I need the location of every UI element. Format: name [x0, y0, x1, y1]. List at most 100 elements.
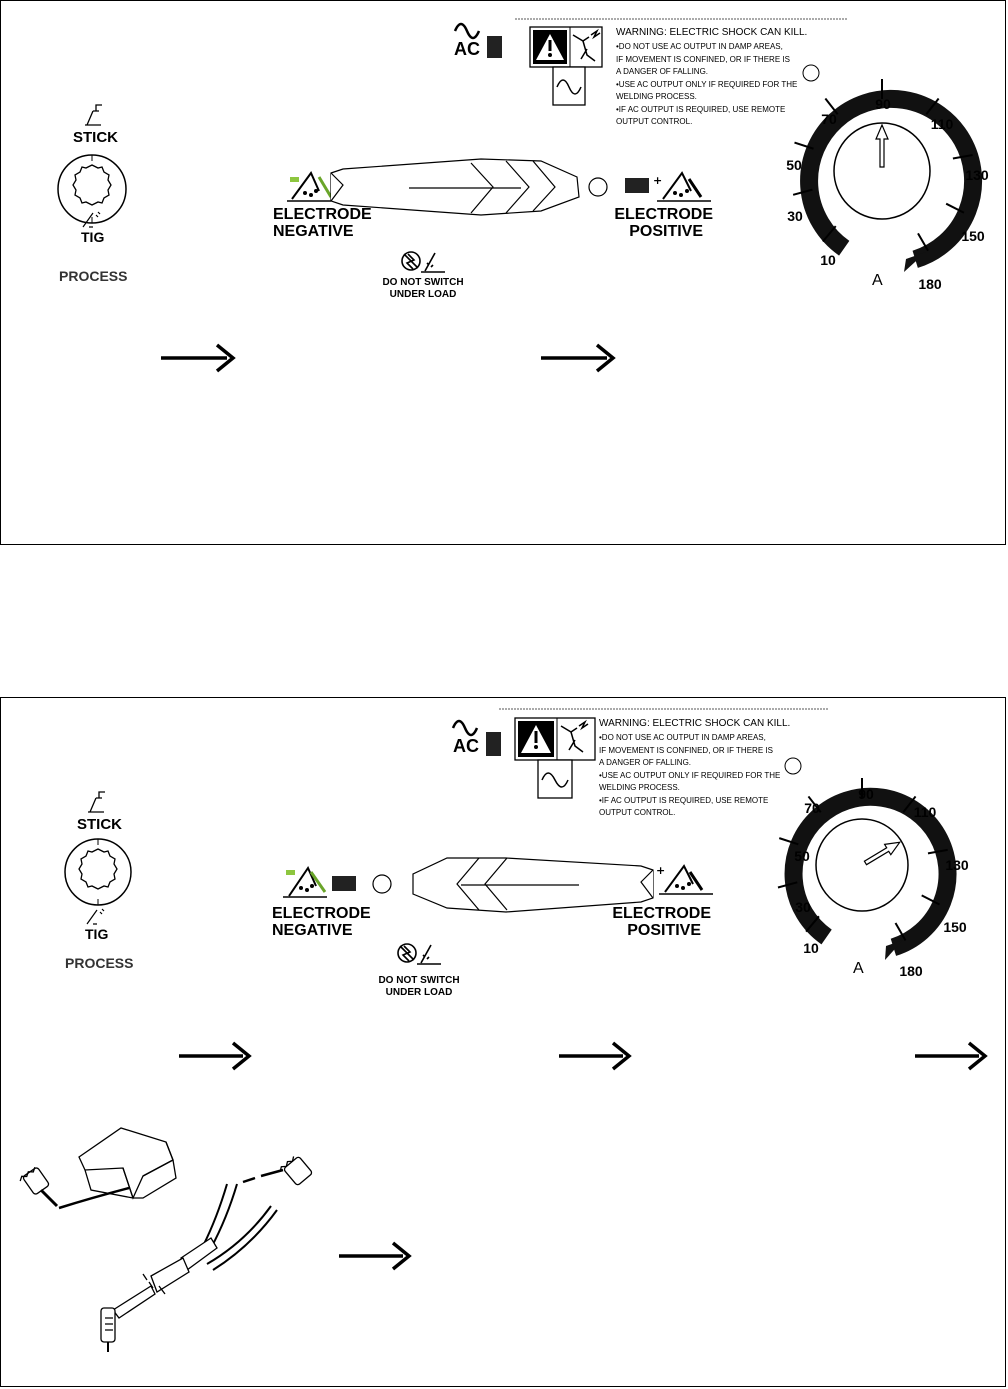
stick-process-icon [85, 104, 102, 126]
process-label: PROCESS [65, 955, 134, 971]
positive-terminal-block [625, 178, 649, 193]
panel-1-artwork: + [57, 18, 983, 373]
arrow-right-icon [339, 1241, 412, 1271]
arrow-right-icon [161, 343, 236, 373]
dial-tick-marks [777, 778, 948, 941]
remote-connector-left-icon [19, 1166, 130, 1210]
electrode-negative-label: ELECTRODE NEGATIVE [273, 206, 372, 240]
dial-label-90: 90 [875, 96, 891, 112]
switch-indicator-lamp [588, 177, 608, 197]
ac-sine-icon [453, 22, 481, 40]
process-selector-knob[interactable] [57, 154, 127, 224]
ac-sine-icon [451, 719, 479, 737]
dial-label-150: 150 [943, 919, 967, 935]
dial-label-50: 50 [794, 848, 810, 864]
ac-terminal-block [486, 732, 501, 756]
arrow-right-icon [559, 1041, 632, 1071]
dial-label-130: 130 [945, 857, 969, 873]
shock-warning-icon [529, 26, 603, 68]
warning-title: WARNING: ELECTRIC SHOCK CAN KILL. [616, 27, 808, 38]
arrow-right-icon [541, 343, 616, 373]
polarity-switch-handle[interactable] [330, 158, 580, 216]
tig-process-icon [82, 211, 101, 228]
no-switch-caution-icon [401, 251, 445, 273]
dial-tick-marks [792, 79, 973, 252]
ac-wave-warning-icon [552, 66, 586, 106]
ac-label: AC [454, 39, 480, 59]
remote-connector-right-icon [242, 1156, 313, 1186]
positive-electrode-icon: + [656, 864, 713, 895]
ac-wave-warning-icon [537, 759, 573, 799]
dial-tick-150 [945, 202, 965, 214]
electrode-positive-label: ELECTRODE POSITIVE [612, 905, 711, 939]
dial-label-10: 10 [803, 940, 819, 956]
warning-text: •DO NOT USE AC OUTPUT IN DAMP AREAS, IF … [599, 733, 781, 817]
svg-text:+: + [656, 864, 665, 877]
dial-label-180: 180 [899, 963, 923, 979]
dial-tick-70 [807, 795, 822, 813]
stick-label: STICK [73, 129, 118, 146]
foot-pedal-icon [78, 1127, 177, 1200]
tig-torch-icon [100, 1237, 218, 1352]
positive-electrode-icon: + [653, 171, 711, 202]
amperage-dial-knob[interactable] [815, 818, 909, 912]
amperage-unit-label: A [872, 272, 883, 289]
dial-label-180: 180 [918, 276, 942, 292]
dial-label-70: 70 [821, 111, 837, 127]
dial-label-70: 70 [804, 800, 820, 816]
negative-electrode-icon [283, 865, 327, 898]
dial-tick-130 [927, 848, 948, 855]
stick-label: STICK [77, 816, 122, 833]
dial-tick-30 [792, 188, 813, 196]
process-selector-knob[interactable] [64, 838, 132, 906]
stick-process-icon [88, 791, 105, 813]
dial-tick-10 [805, 915, 820, 933]
control-panel-2: + [0, 697, 1006, 1387]
electrode-positive-label: ELECTRODE POSITIVE [614, 206, 713, 240]
dial-pointer [875, 123, 889, 168]
dial-tick-50 [778, 837, 799, 846]
dial-tick-180 [917, 232, 929, 252]
polarity-switch-handle[interactable] [412, 857, 654, 913]
dial-tick-70 [824, 97, 839, 115]
dial-tick-130 [952, 154, 973, 160]
tig-process-icon [86, 908, 105, 925]
arrow-right-icon [915, 1041, 988, 1071]
electrode-negative-label: ELECTRODE NEGATIVE [272, 905, 371, 939]
warning-title: WARNING: ELECTRIC SHOCK CAN KILL. [599, 718, 791, 729]
svg-text:+: + [653, 174, 662, 187]
amperage-unit-label: A [853, 960, 864, 977]
dial-tick-10 [822, 225, 837, 243]
tig-label: TIG [81, 229, 105, 245]
dial-pointer-needle [863, 841, 902, 866]
no-switch-caution-icon [397, 943, 441, 965]
dial-label-90: 90 [858, 786, 874, 802]
dial-label-110: 110 [913, 804, 937, 820]
negative-terminal-block [332, 876, 356, 891]
minus-marker-icon [290, 177, 299, 182]
foot-pedal-tig-torch-illustration [19, 1127, 313, 1352]
dial-label-30: 30 [795, 899, 811, 915]
dial-pointer-needle [875, 123, 889, 168]
panel-2-artwork: + [19, 708, 988, 1352]
minus-marker-icon [286, 870, 295, 875]
negative-electrode-icon [287, 171, 333, 202]
dial-tick-110 [902, 795, 917, 813]
dial-tick-180 [894, 922, 907, 941]
warning-text: •DO NOT USE AC OUTPUT IN DAMP AREAS, IF … [616, 42, 798, 126]
warning-indicator-dot [784, 757, 802, 775]
process-label: PROCESS [59, 268, 128, 284]
dial-pointer [863, 841, 902, 866]
amperage-dial-knob[interactable] [833, 122, 931, 220]
ac-terminal-block [487, 36, 502, 58]
ac-label: AC [453, 736, 479, 756]
dial-label-50: 50 [786, 157, 802, 173]
dial-tick-30 [777, 881, 798, 889]
warning-indicator-dot [802, 64, 820, 82]
dial-label-150: 150 [961, 228, 985, 244]
dial-tick-110 [925, 97, 940, 115]
tig-label: TIG [85, 926, 109, 942]
control-panel-1: + [0, 0, 1006, 545]
do-not-switch-label: DO NOT SWITCH UNDER LOAD [382, 277, 464, 300]
dial-label-130: 130 [965, 167, 989, 183]
